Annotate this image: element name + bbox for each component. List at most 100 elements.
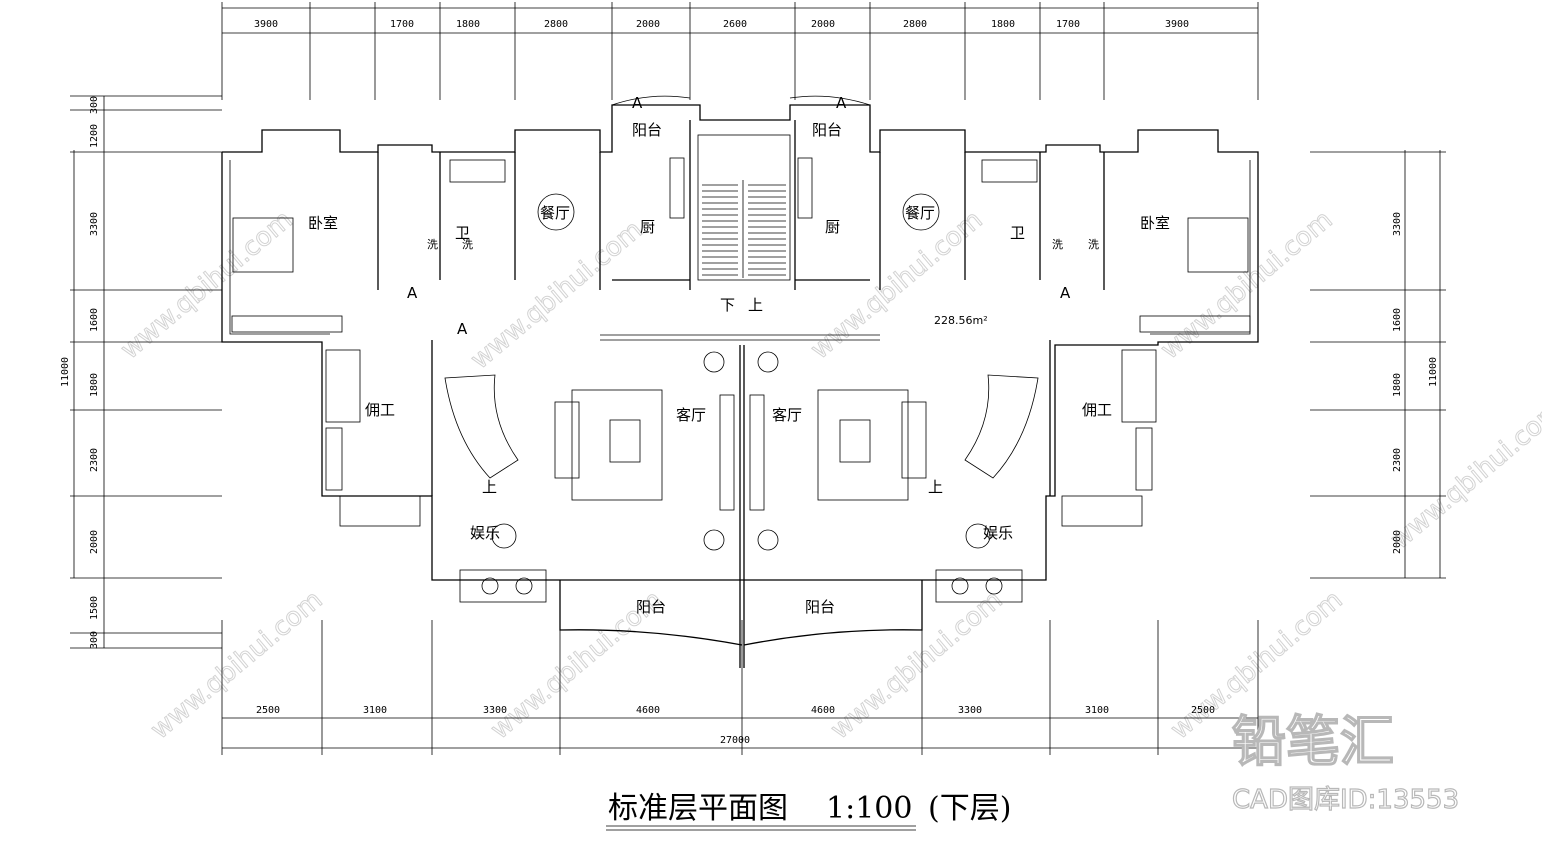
fan-icon [985,577,1003,595]
plant-4 [757,529,779,551]
dim-left-6: 2300 [89,448,100,472]
game-table-left [491,523,517,549]
area-label: 228.56m² [934,314,988,327]
servant-bed-right [1121,349,1157,423]
dim-bottom-4: 4600 [636,705,660,716]
brand-watermark: 铅笔汇 CAD图库ID:13553 [1231,709,1459,815]
fan-icon [481,577,499,595]
wardrobe-left [231,315,343,333]
dim-right-2: 1600 [1392,308,1403,332]
left-dimension-line: 300 1200 3300 1600 1800 2300 2000 1500 3… [60,95,222,649]
dim-bottom-7: 3100 [1085,705,1109,716]
plant-3 [703,529,725,551]
section-mark-1: A [407,284,418,302]
label-wash-left-1: 洗 [427,238,438,251]
dim-right-total: 11000 [1428,357,1439,387]
dim-bottom-3: 3300 [483,705,507,716]
furniture [231,157,1251,595]
dim-left-total: 11000 [60,357,71,387]
label-bedroom-right: 卧室 [1140,214,1170,232]
bed-right [1187,217,1249,273]
dim-top-5: 2000 [636,19,660,30]
kitchen-counter-left [669,157,685,219]
label-servant-right: 佣工 [1082,401,1112,419]
dim-bottom-6: 3300 [958,705,982,716]
dim-top-1: 3900 [254,19,278,30]
dim-top-6: 2600 [723,19,747,30]
dim-top-11: 3900 [1165,19,1189,30]
dining-table-left [537,193,575,231]
brand-logo-text: 铅笔汇 [1232,710,1394,773]
bathtub-right [981,159,1038,183]
top-dimension-line: 3900 1700 1800 2800 2000 2600 2000 2800 … [221,2,1259,100]
watermark-url: www.qbihui.com [825,585,1008,745]
watermark-url: www.qbihui.com [1385,395,1542,555]
kitchen-counter-right [797,157,813,219]
label-servant-left: 佣工 [365,401,395,419]
section-mark-5: A [836,94,847,112]
label-down: 下 [720,296,735,314]
fan-icon [951,577,969,595]
dim-left-2: 1200 [89,124,100,148]
room-labels: 阳台 阳台 厨 厨 餐厅 餐厅 卫 卫 卧室 卧室 佣工 佣工 客厅 客厅 娱乐… [308,94,1170,616]
label-wash-right-1: 洗 [1052,238,1063,251]
dim-bottom-5: 4600 [811,705,835,716]
watermark-pattern: www.qbihui.com www.qbihui.com www.qbihui… [115,204,1542,745]
label-balcony-tl: 阳台 [632,121,662,139]
label-wash-right-2: 洗 [1088,238,1099,251]
dim-top-9: 1800 [991,19,1015,30]
dim-left-1: 300 [89,96,100,114]
sofa-left [554,401,580,479]
label-dining-left: 餐厅 [540,204,570,222]
label-up-stair: 上 [748,296,763,314]
label-wash-left-2: 洗 [462,238,473,251]
coffee-table-right [839,419,871,463]
internal-walls [377,120,1105,496]
dim-right-3: 1800 [1392,373,1403,397]
label-bedroom-left: 卧室 [308,214,338,232]
label-bath-right: 卫 [1010,224,1025,242]
watermark-url: www.qbihui.com [115,205,298,365]
rug-left [571,389,663,501]
label-living-right: 客厅 [772,406,802,424]
drawing-title-block: 标准层平面图 1:100 (下层) [606,791,1011,831]
dining-table-right [902,193,940,231]
dim-bottom-8: 2500 [1191,705,1215,716]
drawing-title: 标准层平面图 [608,791,788,826]
dim-bottom-1: 2500 [256,705,280,716]
label-balcony-tr: 阳台 [812,121,842,139]
tv-unit-left [719,394,735,511]
dim-bottom-total: 27000 [720,735,750,746]
right-dimension-line: 3300 1600 1800 2300 2000 11000 [1310,150,1446,579]
rug-right [817,389,909,501]
dim-right-4: 2300 [1392,448,1403,472]
label-up-right: 上 [928,478,943,496]
building-outline [221,95,1259,668]
label-balcony-bl: 阳台 [636,598,666,616]
label-recreation-left: 娱乐 [470,524,500,542]
bottom-dimension-line: 2500 3100 3300 4600 4600 3300 3100 2500 … [221,620,1259,755]
bathtub-left [449,159,506,183]
label-up-left: 上 [482,478,497,496]
dim-left-5: 1800 [89,373,100,397]
dim-top-8: 2800 [903,19,927,30]
dim-top-10: 1700 [1056,19,1080,30]
sofa-right [901,401,927,479]
drawing-level: (下层) [928,791,1011,826]
dim-top-3: 1800 [456,19,480,30]
watermark-url: www.qbihui.com [1155,205,1338,365]
coffee-table-left [609,419,641,463]
brand-id-text: CAD图库ID:13553 [1232,785,1459,815]
wardrobe-servant-left [325,427,343,491]
section-mark-4: A [632,94,643,112]
wardrobe-right [1139,315,1251,333]
watermark-url: www.qbihui.com [145,585,328,745]
curved-stair-left [444,374,519,479]
game-table-right [965,523,991,549]
dim-top-4: 2800 [544,19,568,30]
tv-unit-right [749,394,765,511]
bed-left [232,217,294,273]
dim-top-7: 2000 [811,19,835,30]
dim-left-9: 300 [89,631,100,649]
